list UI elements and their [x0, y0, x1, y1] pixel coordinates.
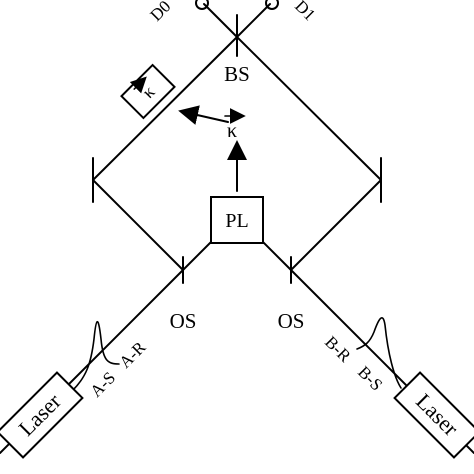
kappa-box-vector-mark — [129, 76, 147, 94]
pl-box — [210, 196, 264, 244]
detector-d0-arm — [203, 3, 238, 38]
detector-d0-icon — [195, 0, 209, 10]
a-r-label: A-R — [115, 337, 150, 372]
a-s-label: A-S — [86, 368, 119, 401]
os-left-label: OS — [170, 309, 197, 333]
detector-d1-icon — [265, 0, 279, 10]
detector-d1-arm — [236, 3, 271, 38]
laser-right-box — [393, 371, 474, 459]
left-pulse-shape — [72, 320, 120, 391]
pulse-shapes — [72, 317, 402, 391]
lower-right-path — [290, 179, 382, 271]
laser-left-box — [0, 371, 84, 459]
kappa-arrows — [178, 105, 247, 192]
upper-right-path — [236, 36, 382, 181]
b-r-label: B-R — [321, 332, 355, 366]
kappa-left-arrow — [178, 105, 229, 125]
pl-label: PL — [225, 210, 248, 232]
detector-arms — [195, 0, 279, 38]
lower-left-path — [92, 179, 184, 271]
os-right-label: OS — [278, 309, 305, 333]
optical-elements — [92, 14, 382, 284]
upper-left-path — [92, 36, 238, 181]
right-pulse-shape — [356, 317, 402, 389]
d0-label: D0 — [146, 0, 174, 25]
b-s-label: B-S — [354, 362, 386, 394]
bs-label: BS — [224, 62, 250, 86]
d1-label: D1 — [291, 0, 319, 25]
kappa-label: κ — [227, 120, 237, 142]
